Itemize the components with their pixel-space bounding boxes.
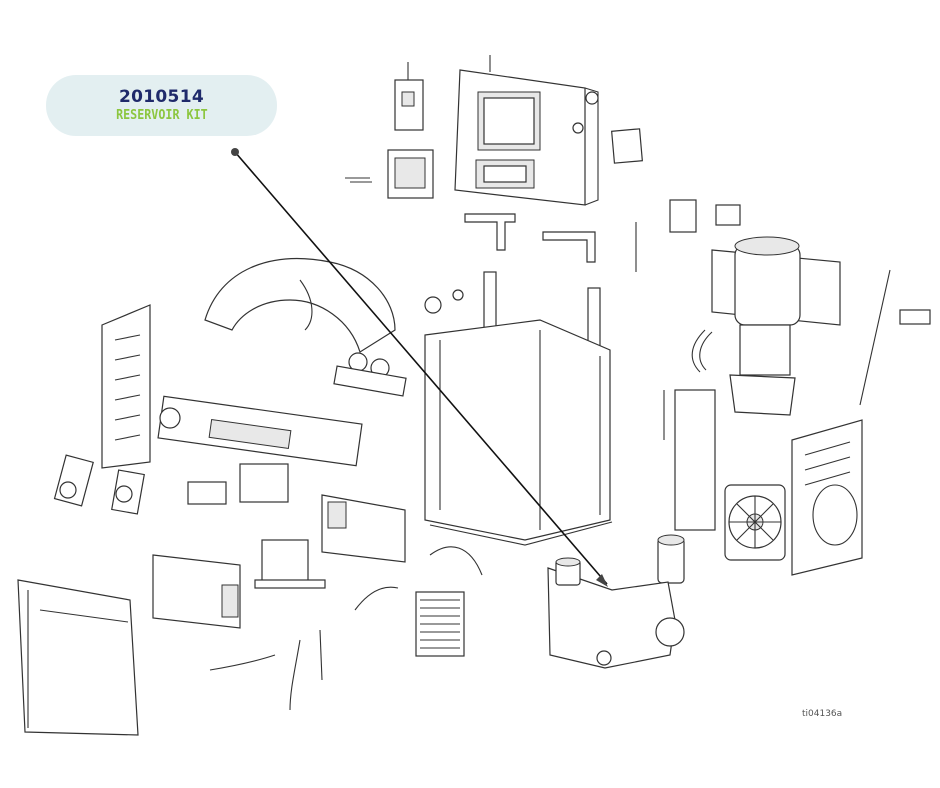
- motor-assembly: [691, 236, 841, 416]
- filter: [657, 534, 685, 584]
- right-side-panel: [791, 419, 863, 576]
- figure-id: ti04136a: [802, 709, 843, 719]
- label-card: [611, 128, 643, 164]
- fluid-manifold: [157, 395, 363, 467]
- part-number: 2010514: [119, 86, 204, 107]
- pressure-control: [635, 199, 741, 272]
- drain-tube: [859, 269, 891, 406]
- reservoir-tank: [547, 557, 685, 669]
- cart-frame: [424, 271, 613, 546]
- reservoir-kit-callout: 2010514 RESERVOIR KIT: [46, 75, 277, 136]
- left-side-panel: [101, 304, 151, 469]
- small-fittings: [187, 463, 289, 505]
- pressure-switch: [394, 62, 424, 131]
- transformer: [254, 539, 326, 589]
- gauges: [333, 352, 407, 397]
- filter-housing: [663, 389, 716, 531]
- small-bracket: [899, 309, 931, 325]
- front-cover: [17, 579, 139, 736]
- heat-exchanger: [415, 591, 465, 657]
- brackets: [464, 213, 596, 263]
- electrical-box: [152, 554, 241, 629]
- circuit-board: [345, 149, 434, 199]
- cooling-fan: [724, 484, 786, 561]
- hoses: [209, 546, 483, 711]
- valves: [53, 454, 145, 515]
- control-box: [454, 55, 599, 206]
- part-name: RESERVOIR KIT: [115, 107, 208, 123]
- shield-plate: [321, 494, 406, 563]
- callout-leader-line: [231, 148, 608, 587]
